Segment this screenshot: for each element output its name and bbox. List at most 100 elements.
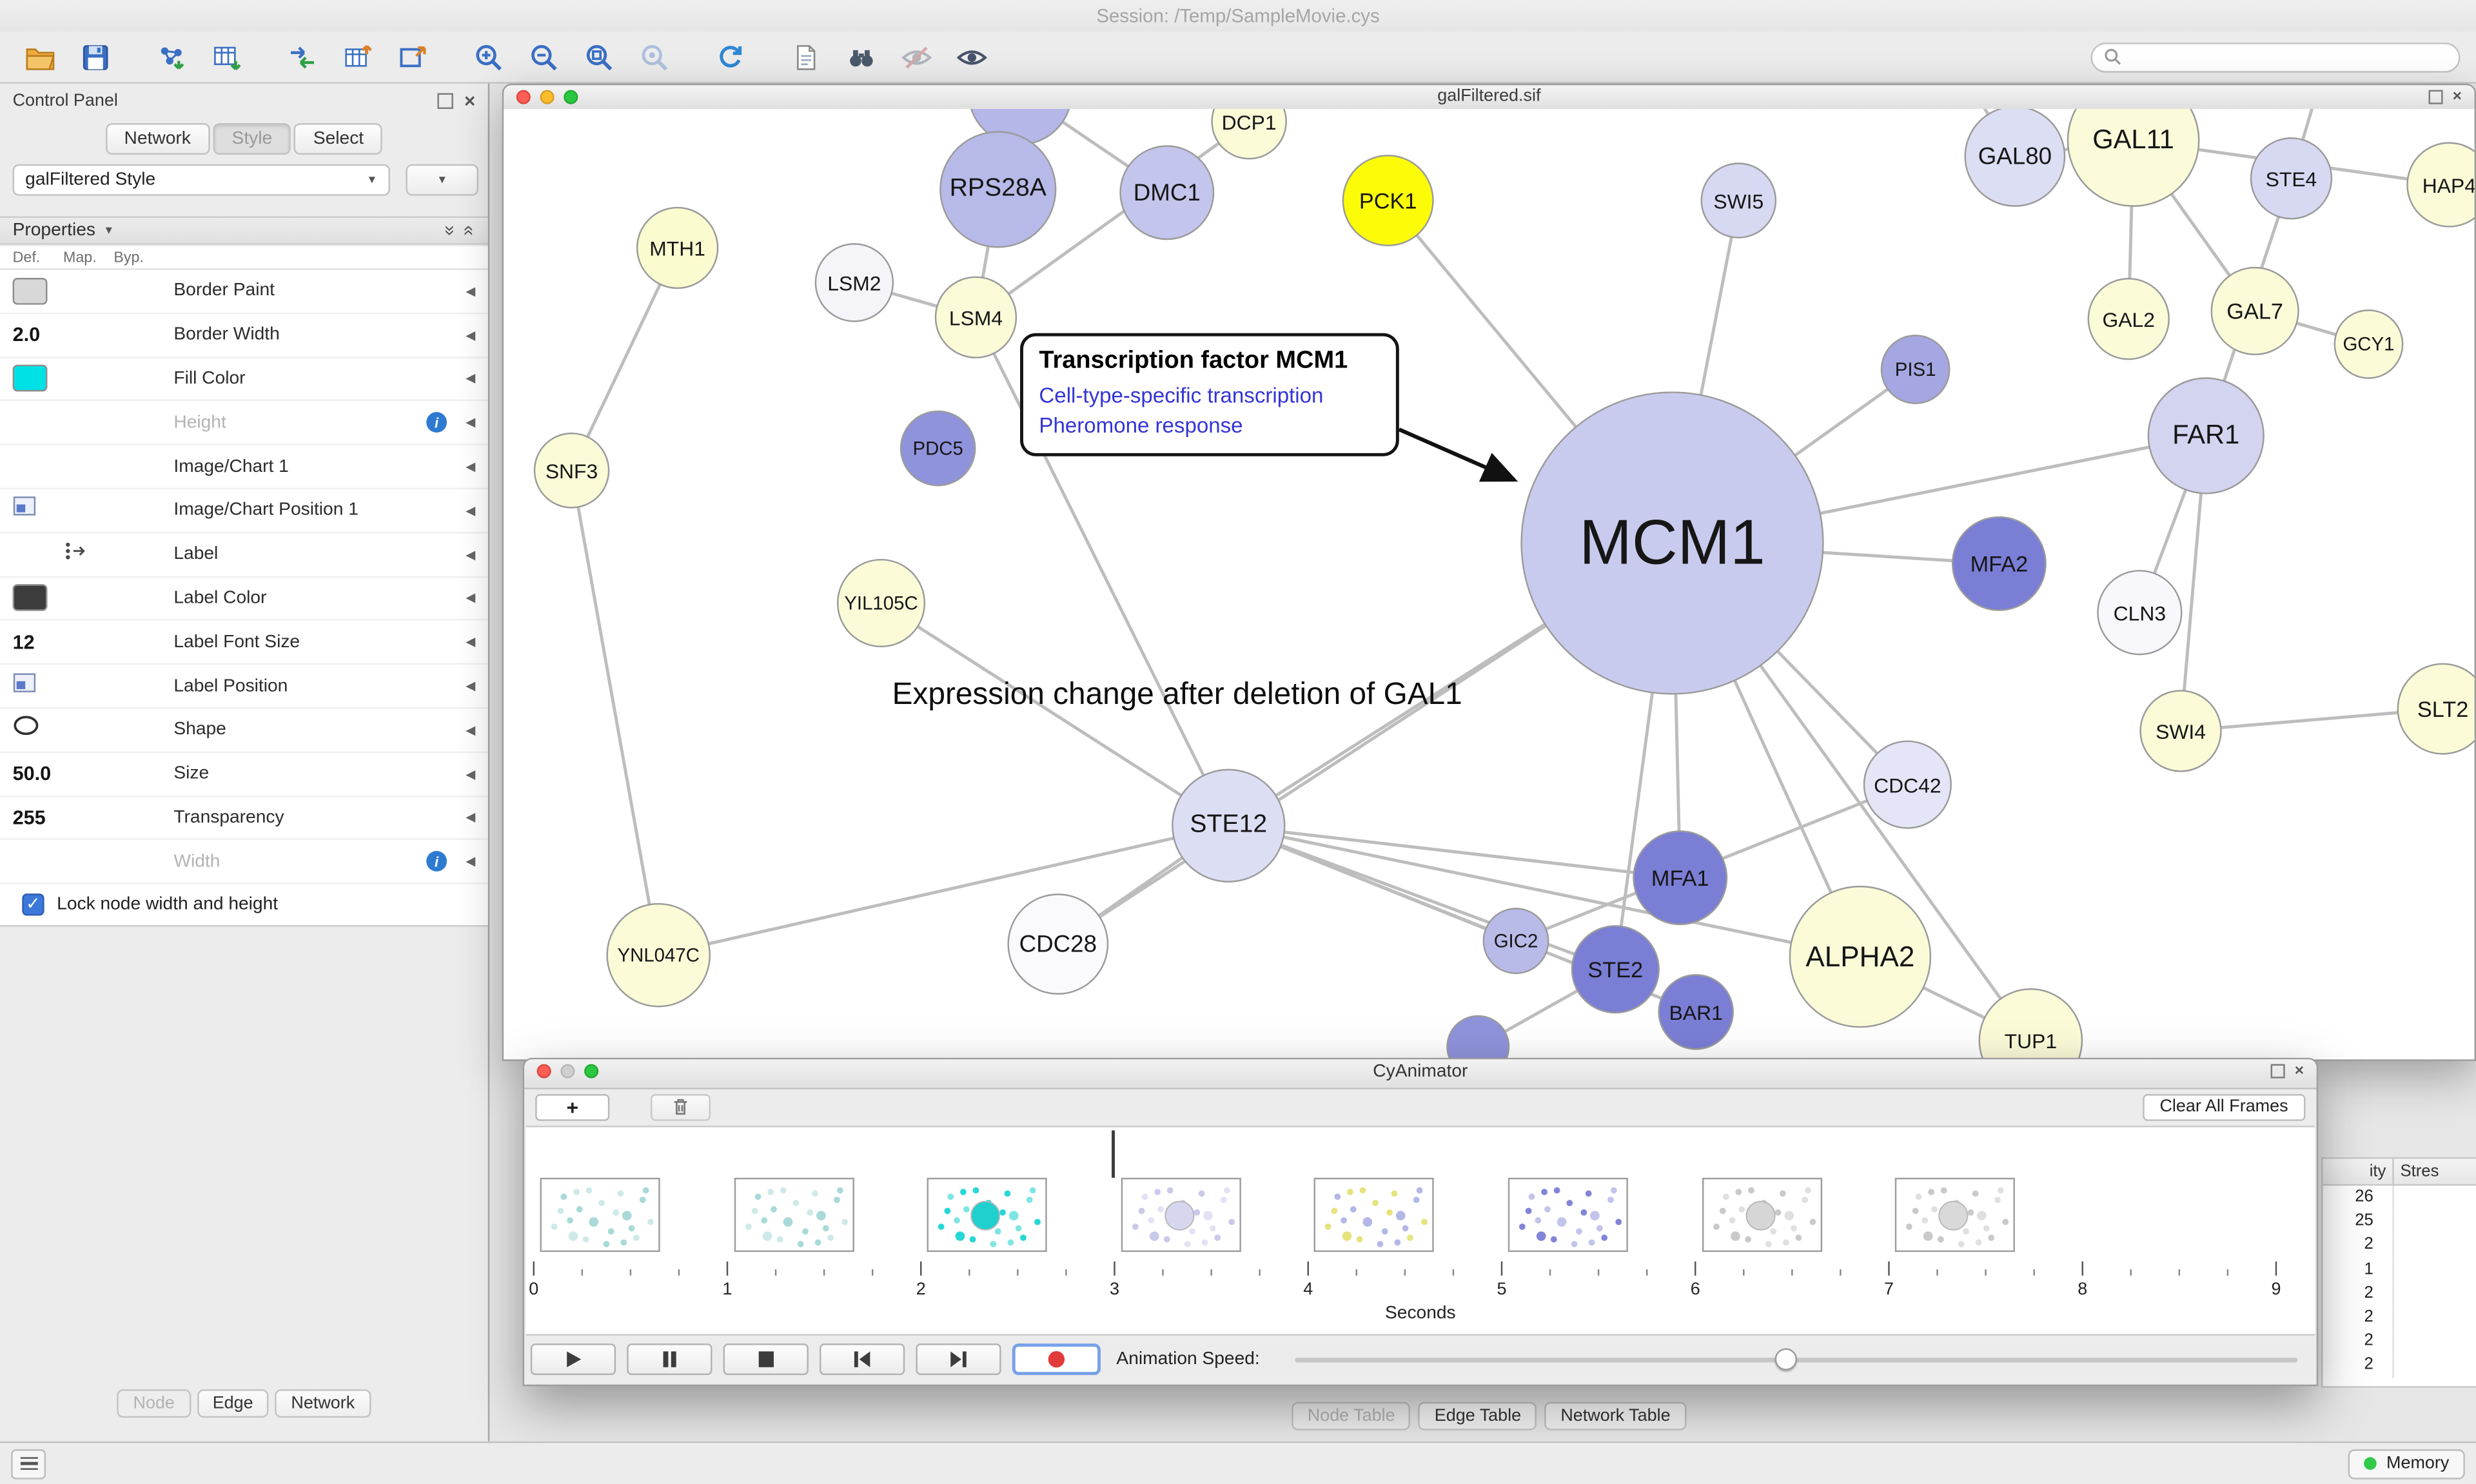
network-node-snf3[interactable]: SNF3 [533,433,610,509]
frame-thumbnail-5[interactable] [1314,1177,1435,1253]
network-node-lsm2[interactable]: LSM2 [814,243,894,322]
lock-checkbox[interactable]: ✓ [22,893,44,916]
frame-thumbnail-1[interactable] [540,1177,660,1253]
stop-button[interactable] [723,1343,809,1376]
expand-arrow-icon[interactable]: ◀ [466,284,476,298]
network-node-dmc1[interactable]: DMC1 [1119,145,1215,240]
hide-selected-button[interactable] [892,35,939,78]
export-table-button[interactable] [333,35,380,78]
clipboard-arrows-button[interactable] [278,35,325,78]
frame-thumbnail-4[interactable] [1121,1177,1241,1253]
zoom-fit-button[interactable] [575,35,622,78]
properties-header[interactable]: Properties ▼ » « [0,216,488,245]
search-box[interactable] [2090,41,2461,72]
expand-arrow-icon[interactable]: ◀ [466,327,476,342]
network-node-gal11[interactable]: GAL11 [2067,108,2200,207]
frame-thumbnail-2[interactable] [733,1177,854,1253]
show-all-button[interactable] [947,35,994,78]
network-node-slt2[interactable]: SLT2 [2397,663,2475,755]
network-node-rps28a[interactable]: RPS28A [939,131,1057,248]
default-swatch[interactable] [12,277,48,305]
cyanimator-titlebar[interactable]: CyAnimator × [524,1059,2317,1089]
playhead[interactable] [1112,1130,1114,1178]
frame-thumbnail-7[interactable] [1702,1177,1822,1253]
memory-button[interactable]: Memory [2348,1448,2465,1479]
session-titlebar[interactable]: Session: /Temp/SampleMovie.cys [0,0,2476,34]
property-row-label-color[interactable]: Label Color◀ [0,577,488,621]
expand-arrow-icon[interactable]: ◀ [466,503,476,518]
expand-arrow-icon[interactable]: ◀ [466,723,476,737]
network-node-ste4[interactable]: STE4 [2250,137,2333,220]
expand-arrow-icon[interactable]: ◀ [466,679,476,694]
property-row-label[interactable]: Label◀ [0,533,488,578]
network-node-gcy1[interactable]: GCY1 [2334,309,2404,379]
network-node-gal7[interactable]: GAL7 [2210,266,2299,356]
network-node-mth1[interactable]: MTH1 [636,206,719,289]
network-node-cln3[interactable]: CLN3 [2097,570,2183,656]
network-node-pck1[interactable]: PCK1 [1342,155,1434,247]
network-window-titlebar[interactable]: galFiltered.sif × [504,85,2475,111]
close-window-button[interactable] [516,90,531,104]
expand-arrow-icon[interactable]: ◀ [466,591,476,606]
refresh-view-button[interactable] [706,35,753,78]
property-row-image-chart-position-1[interactable]: Image/Chart Position 1◀ [0,489,488,534]
panel-tab-node[interactable]: Node [117,1389,191,1418]
network-node-dcp1[interactable]: DCP1 [1211,108,1287,160]
network-node-mfa2[interactable]: MFA2 [1951,516,2047,611]
tab-select[interactable]: Select [294,123,383,155]
export-network-image-button[interactable] [388,35,435,78]
expand-arrow-icon[interactable]: ◀ [466,635,476,650]
save-session-button[interactable] [71,35,118,78]
style-options-button[interactable]: ▼ [406,164,479,196]
expand-arrow-icon[interactable]: ◀ [466,810,476,825]
float-window-icon[interactable] [2428,90,2443,104]
tab-network-table[interactable]: Network Table [1544,1401,1687,1430]
tab-edge-table[interactable]: Edge Table [1419,1401,1537,1430]
expand-arrow-icon[interactable]: ◀ [466,459,476,474]
minimize-window-button[interactable] [540,90,555,104]
minimize-window-button[interactable] [560,1064,575,1079]
property-row-shape[interactable]: Shape◀ [0,708,488,753]
network-node-alpha2[interactable]: ALPHA2 [1789,885,1932,1028]
import-table-from-file-button[interactable] [202,35,249,78]
expand-arrow-icon[interactable]: ◀ [466,415,476,430]
slider-thumb[interactable] [1774,1348,1798,1371]
pause-button[interactable] [627,1343,712,1376]
network-node-n_bot[interactable] [1446,1015,1510,1060]
default-swatch[interactable] [12,365,48,393]
network-node-swi5[interactable]: SWI5 [1700,162,1777,239]
close-window-button[interactable] [536,1064,551,1079]
panel-tab-network[interactable]: Network [275,1389,371,1418]
expand-arrow-icon[interactable]: ◀ [466,371,476,386]
tab-network[interactable]: Network [105,123,210,155]
clear-all-frames-button[interactable]: Clear All Frames [2142,1093,2306,1120]
network-node-gal80[interactable]: GAL80 [1964,108,2066,207]
close-view-icon[interactable]: × [2452,87,2462,105]
network-node-lsm4[interactable]: LSM4 [934,276,1017,358]
network-node-hap4[interactable]: HAP4 [2406,142,2475,228]
network-node-swi4[interactable]: SWI4 [2139,690,2222,772]
add-frame-button[interactable]: + [535,1093,610,1120]
network-node-bar1[interactable]: BAR1 [1658,974,1734,1050]
lock-size-row[interactable]: ✓ Lock node width and height [0,884,488,927]
network-node-mcm1[interactable]: MCM1 [1520,391,1824,695]
expand-arrow-icon[interactable]: ◀ [466,854,476,869]
float-panel-icon[interactable] [437,93,453,109]
annotation-link[interactable]: Cell-type-specific transcription [1039,384,1324,407]
network-node-cdc28[interactable]: CDC28 [1007,893,1109,995]
network-node-gic2[interactable]: GIC2 [1482,908,1549,975]
frame-thumbnail-6[interactable] [1508,1177,1628,1253]
delete-frame-button[interactable] [650,1093,711,1120]
network-node-tup1[interactable]: TUP1 [1978,988,2083,1060]
close-view-icon[interactable]: × [2294,1061,2304,1079]
zoom-window-button[interactable] [564,90,578,104]
tab-style[interactable]: Style [213,123,291,155]
import-network-from-file-button[interactable] [147,35,194,78]
show-panels-button[interactable] [11,1448,46,1479]
